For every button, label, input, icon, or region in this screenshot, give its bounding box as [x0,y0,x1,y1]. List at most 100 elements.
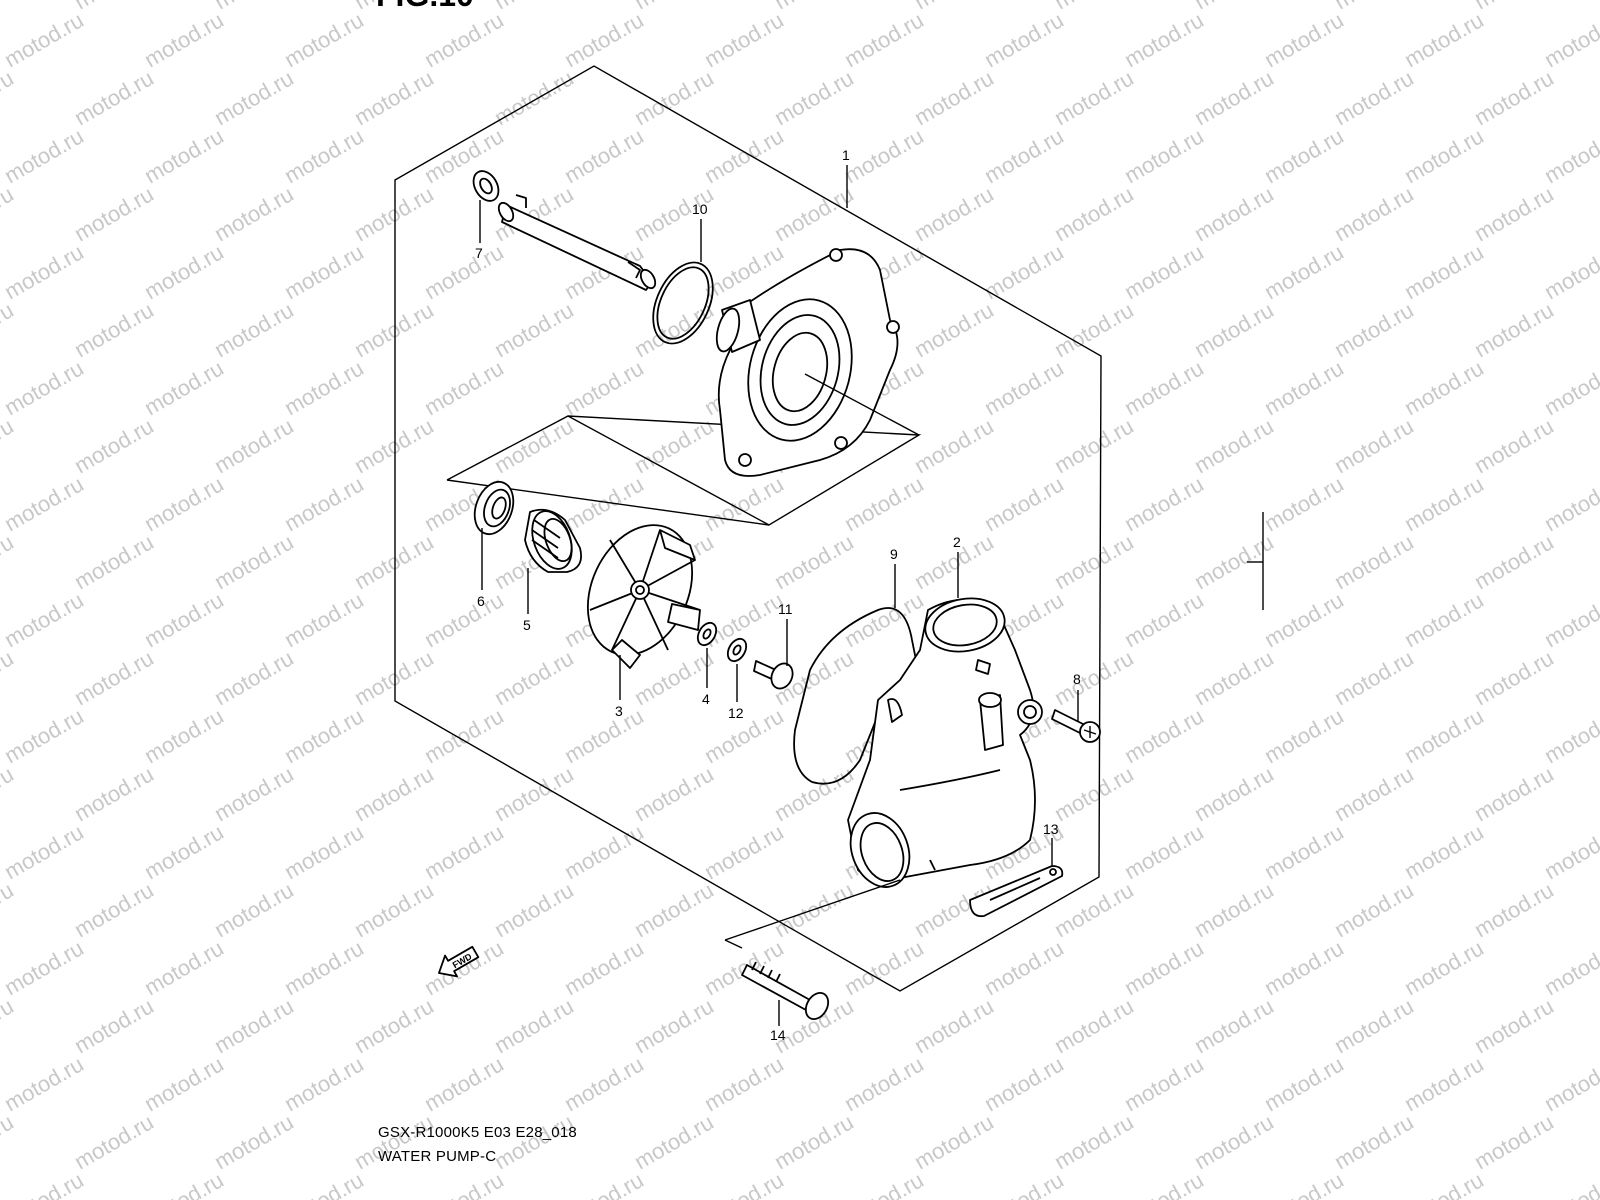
watermark-text: motod.ru [1190,529,1278,594]
watermark-text: motod.ru [280,703,368,768]
watermark-text: motod.ru [1120,935,1208,1000]
watermark-text: motod.ru [980,1051,1068,1116]
watermark-text: motod.ru [0,1051,88,1116]
watermark-text: motod.ru [1050,529,1138,594]
watermark-text: motod.ru [70,993,158,1058]
watermark-text: motod.ru [840,123,928,188]
watermark-text: motod.ru [980,355,1068,420]
watermark-text: motod.ru [630,761,718,826]
watermark-text: motod.ru [280,819,368,884]
watermark-text: motod.ru [910,181,998,246]
watermark-text: motod.ru [1260,355,1348,420]
watermark-text: motod.ru [700,1167,788,1200]
watermark-text: motod.ru [700,471,788,536]
watermark-text: motod.ru [350,993,438,1058]
watermark-text: motod.ru [1120,819,1208,884]
watermark-text: motod.ru [1540,703,1600,768]
watermark-text: motod.ru [1050,0,1138,14]
watermark-text: motod.ru [70,529,158,594]
watermark-text: motod.ru [140,7,228,72]
callout-2: 2 [953,534,961,550]
watermark-text: motod.ru [1330,645,1418,710]
watermark-text: motod.ru [1260,587,1348,652]
watermark-text: motod.ru [1330,181,1418,246]
watermark-text: motod.ru [140,1167,228,1200]
watermark-text: motod.ru [630,1109,718,1174]
watermark-text: motod.ru [1470,761,1558,826]
watermark-text: motod.ru [350,413,438,478]
watermark-text: motod.ru [1120,703,1208,768]
watermark-text: motod.ru [1190,65,1278,130]
watermark-text: motod.ru [1330,0,1418,14]
watermark-text: motod.ru [1540,587,1600,652]
watermark-text: motod.ru [1540,123,1600,188]
watermark-text: motod.ru [1260,703,1348,768]
callout-10: 10 [692,201,708,217]
watermark-text: motod.ru [0,1167,88,1200]
watermark-text: motod.ru [0,471,88,536]
watermark-text: motod.ru [1190,993,1278,1058]
pump-cover [715,248,920,477]
watermark-text: motod.ru [0,123,88,188]
watermark-text: motod.ru [560,935,648,1000]
watermark-text: motod.ru [210,65,298,130]
watermark-text: motod.ru [420,935,508,1000]
watermark-text: motod.ru [140,355,228,420]
watermark-text: motod.ru [1400,123,1488,188]
watermark-text: motod.ru [700,819,788,884]
callout-6: 6 [477,593,485,609]
watermark-text: motod.ru [0,529,18,594]
watermark-text: motod.ru [1190,413,1278,478]
watermark-text: motod.ru [980,935,1068,1000]
watermark-text: motod.ru [1120,355,1208,420]
watermark-text: motod.ru [70,181,158,246]
watermark-text: motod.ru [0,239,88,304]
callout-8: 8 [1073,671,1081,687]
watermark-text: motod.ru [1050,645,1138,710]
watermark-text: motod.ru [840,587,928,652]
watermark-text: motod.ru [350,181,438,246]
model-code: GSX-R1000K5 E03 E28_018 [378,1124,577,1141]
watermark-text: motod.ru [1400,703,1488,768]
callout-14: 14 [770,1027,786,1043]
watermark-text: motod.ru [420,355,508,420]
callout-12: 12 [728,705,744,721]
watermark-text: motod.ru [1260,819,1348,884]
watermark-text: motod.ru [1540,7,1600,72]
watermark-text: motod.ru [0,355,88,420]
watermark-text: motod.ru [0,413,18,478]
callout-4: 4 [702,691,710,707]
watermark-text: motod.ru [1190,297,1278,362]
watermark-text: motod.ru [560,355,648,420]
watermark-text: motod.ru [1330,877,1418,942]
watermark-text: motod.ru [630,877,718,942]
watermark-text: motod.ru [0,761,18,826]
callout-3: 3 [615,703,623,719]
watermark-text: motod.ru [770,529,858,594]
watermark-text: motod.ru [560,123,648,188]
watermark-text: motod.ru [140,935,228,1000]
watermark-text: motod.ru [1540,355,1600,420]
watermark-text: motod.ru [1260,239,1348,304]
watermark-text: motod.ru [0,703,88,768]
o-ring-part-10 [652,261,714,345]
watermark-text: motod.ru [1540,819,1600,884]
watermark-text: motod.ru [1330,297,1418,362]
watermark-text: motod.ru [1540,239,1600,304]
gasket-part-9 [793,607,921,785]
watermark-text: motod.ru [1540,1051,1600,1116]
watermark-text: motod.ru [210,993,298,1058]
watermark-text: motod.ru [1120,239,1208,304]
watermark-text: motod.ru [1400,7,1488,72]
watermark-text: motod.ru [1190,877,1278,942]
watermark-text: motod.ru [980,7,1068,72]
watermark-text: motod.ru [0,297,18,362]
watermark-text: motod.ru [70,761,158,826]
watermark-text: motod.ru [560,703,648,768]
watermark-text: motod.ru [0,65,18,130]
watermark-text: motod.ru [70,1109,158,1174]
watermark-text: motod.ru [420,1167,508,1200]
watermark-text: motod.ru [490,993,578,1058]
watermark-text: motod.ru [350,65,438,130]
